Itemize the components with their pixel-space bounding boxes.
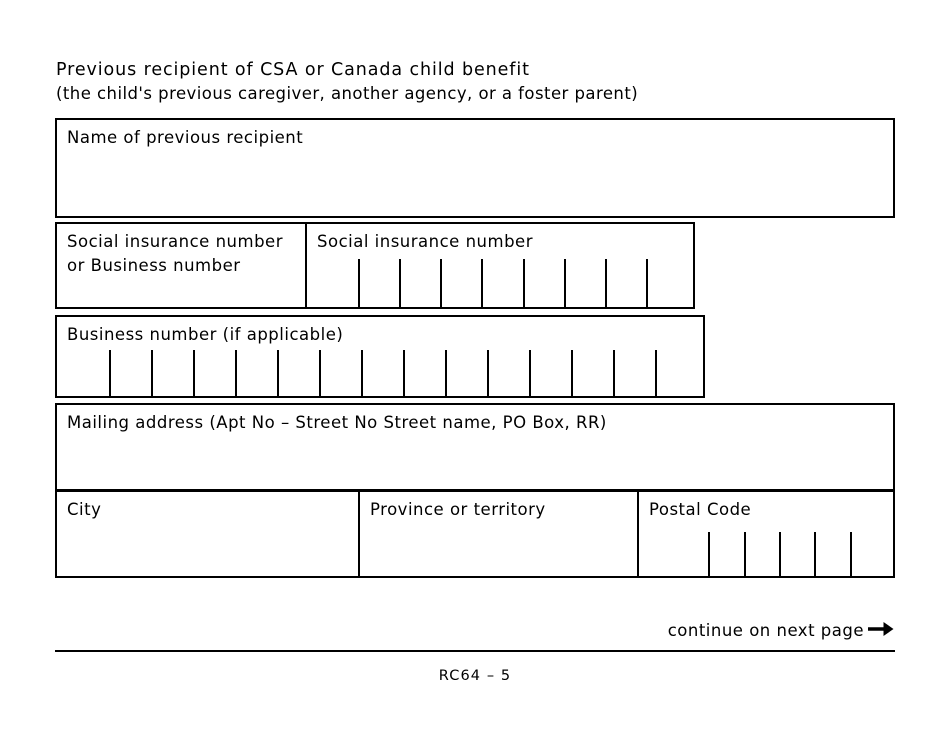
- sin-comb-cells[interactable]: [317, 259, 687, 307]
- label-mailing-address: Mailing address (Apt No – Street No Stre…: [67, 413, 607, 432]
- comb-tick: [604, 259, 607, 307]
- footer-divider: [55, 650, 895, 652]
- comb-tick: [358, 259, 361, 307]
- arrow-right-icon: [868, 620, 894, 642]
- comb-tick: [487, 350, 489, 396]
- postal-code-comb-cells[interactable]: [673, 532, 885, 576]
- label-social-insurance-number: Social insurance number: [317, 232, 533, 251]
- city-province-divider: [358, 492, 360, 576]
- label-postal-code: Postal Code: [649, 500, 752, 519]
- comb-tick: [361, 350, 363, 396]
- comb-tick: [645, 259, 648, 307]
- field-mailing-address[interactable]: Mailing address (Apt No – Street No Stre…: [55, 403, 895, 491]
- business-number-comb-cells[interactable]: [67, 350, 697, 396]
- continue-label: continue on next page: [667, 621, 864, 641]
- section-heading: Previous recipient of CSA or Canada chil…: [56, 58, 896, 106]
- comb-tick: [481, 259, 484, 307]
- province-postal-divider: [637, 492, 639, 576]
- comb-tick: [655, 350, 657, 396]
- comb-tick: [613, 350, 615, 396]
- comb-tick: [708, 532, 711, 576]
- field-province-or-territory[interactable]: Province or territory: [360, 492, 637, 576]
- section-heading-subtitle: (the child's previous caregiver, another…: [56, 84, 639, 103]
- address-detail-row: City Province or territory Postal Code: [55, 490, 895, 578]
- field-social-insurance-number-group: Social insurance number or Business numb…: [55, 222, 695, 309]
- continue-on-next-page: continue on next page: [668, 620, 894, 642]
- label-province-or-territory: Province or territory: [370, 500, 546, 519]
- field-business-number[interactable]: Business number (if applicable): [55, 315, 705, 398]
- form-identifier: RC64 – 5: [438, 668, 512, 684]
- comb-tick: [403, 350, 405, 396]
- comb-tick: [849, 532, 852, 576]
- comb-tick: [445, 350, 447, 396]
- label-sin-or-business-number: Social insurance number or Business numb…: [67, 232, 283, 275]
- comb-tick: [151, 350, 153, 396]
- comb-tick: [814, 532, 817, 576]
- comb-tick: [522, 259, 525, 307]
- comb-tick: [109, 350, 111, 396]
- label-name-of-previous-recipient: Name of previous recipient: [67, 128, 304, 147]
- comb-tick: [277, 350, 279, 396]
- comb-tick: [399, 259, 402, 307]
- comb-tick: [743, 532, 746, 576]
- section-heading-title: Previous recipient of CSA or Canada chil…: [56, 60, 530, 80]
- comb-tick: [563, 259, 566, 307]
- comb-tick: [440, 259, 443, 307]
- label-city: City: [67, 500, 102, 519]
- sin-column-divider: [305, 224, 307, 307]
- field-social-insurance-number[interactable]: Social insurance number: [307, 224, 693, 307]
- field-city[interactable]: City: [57, 492, 358, 576]
- label-business-number: Business number (if applicable): [67, 325, 344, 344]
- comb-tick: [571, 350, 573, 396]
- comb-tick: [193, 350, 195, 396]
- field-postal-code[interactable]: Postal Code: [639, 492, 893, 576]
- comb-tick: [779, 532, 781, 576]
- comb-tick: [319, 350, 321, 396]
- comb-tick: [235, 350, 237, 396]
- field-name-of-previous-recipient[interactable]: Name of previous recipient: [55, 118, 895, 218]
- comb-tick: [529, 350, 531, 396]
